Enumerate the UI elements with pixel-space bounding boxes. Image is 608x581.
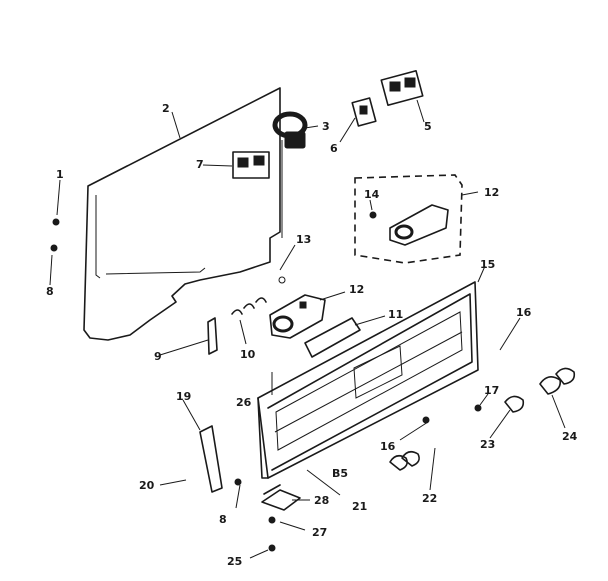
label-28: 28 <box>314 494 329 507</box>
label-27: 27 <box>312 526 327 539</box>
back-panel <box>83 87 281 341</box>
label-16-lower: 16 <box>380 440 396 453</box>
knobs <box>389 367 576 471</box>
control-knob-3 <box>272 111 308 238</box>
label-9: 9 <box>154 350 162 363</box>
label-5: 5 <box>424 120 432 133</box>
label-16-right: 16 <box>516 306 532 319</box>
label-1: 1 <box>56 168 64 181</box>
switch-6 <box>351 97 377 127</box>
clips-10 <box>231 297 267 315</box>
label-3: 3 <box>322 120 330 133</box>
bracket-28 <box>261 484 301 511</box>
label-7: 7 <box>196 158 204 171</box>
label-b5: B5 <box>332 467 348 480</box>
label-26: 26 <box>236 396 252 409</box>
label-14: 14 <box>364 188 380 201</box>
label-22: 22 <box>422 492 437 505</box>
lens-11 <box>304 317 361 358</box>
control-panel-15 <box>257 281 479 479</box>
label-8-left: 8 <box>46 285 54 298</box>
label-15: 15 <box>480 258 495 271</box>
label-19: 19 <box>176 390 191 403</box>
label-24: 24 <box>562 430 578 443</box>
clock-assembly-12 <box>269 294 326 339</box>
label-12-lower: 12 <box>349 283 364 296</box>
trim-19 <box>199 425 223 493</box>
label-17: 17 <box>484 384 499 397</box>
optional-clock-box <box>354 174 463 264</box>
label-23: 23 <box>480 438 495 451</box>
label-25: 25 <box>227 555 242 568</box>
label-13: 13 <box>296 233 311 246</box>
label-8-lower: 8 <box>219 513 227 526</box>
label-6: 6 <box>330 142 338 155</box>
bracket-9 <box>207 317 218 355</box>
part-labels: 1 2 3 5 6 7 8 9 10 11 12 12 13 14 15 16 … <box>46 102 578 568</box>
switch-5 <box>380 69 424 107</box>
label-20: 20 <box>139 479 155 492</box>
fasteners <box>50 218 482 552</box>
label-10: 10 <box>240 348 256 361</box>
leader-lines <box>49 99 566 559</box>
label-11: 11 <box>388 308 403 321</box>
label-2: 2 <box>162 102 170 115</box>
switch-7 <box>232 151 270 179</box>
label-12-upper: 12 <box>484 186 499 199</box>
label-21: 21 <box>352 500 367 513</box>
